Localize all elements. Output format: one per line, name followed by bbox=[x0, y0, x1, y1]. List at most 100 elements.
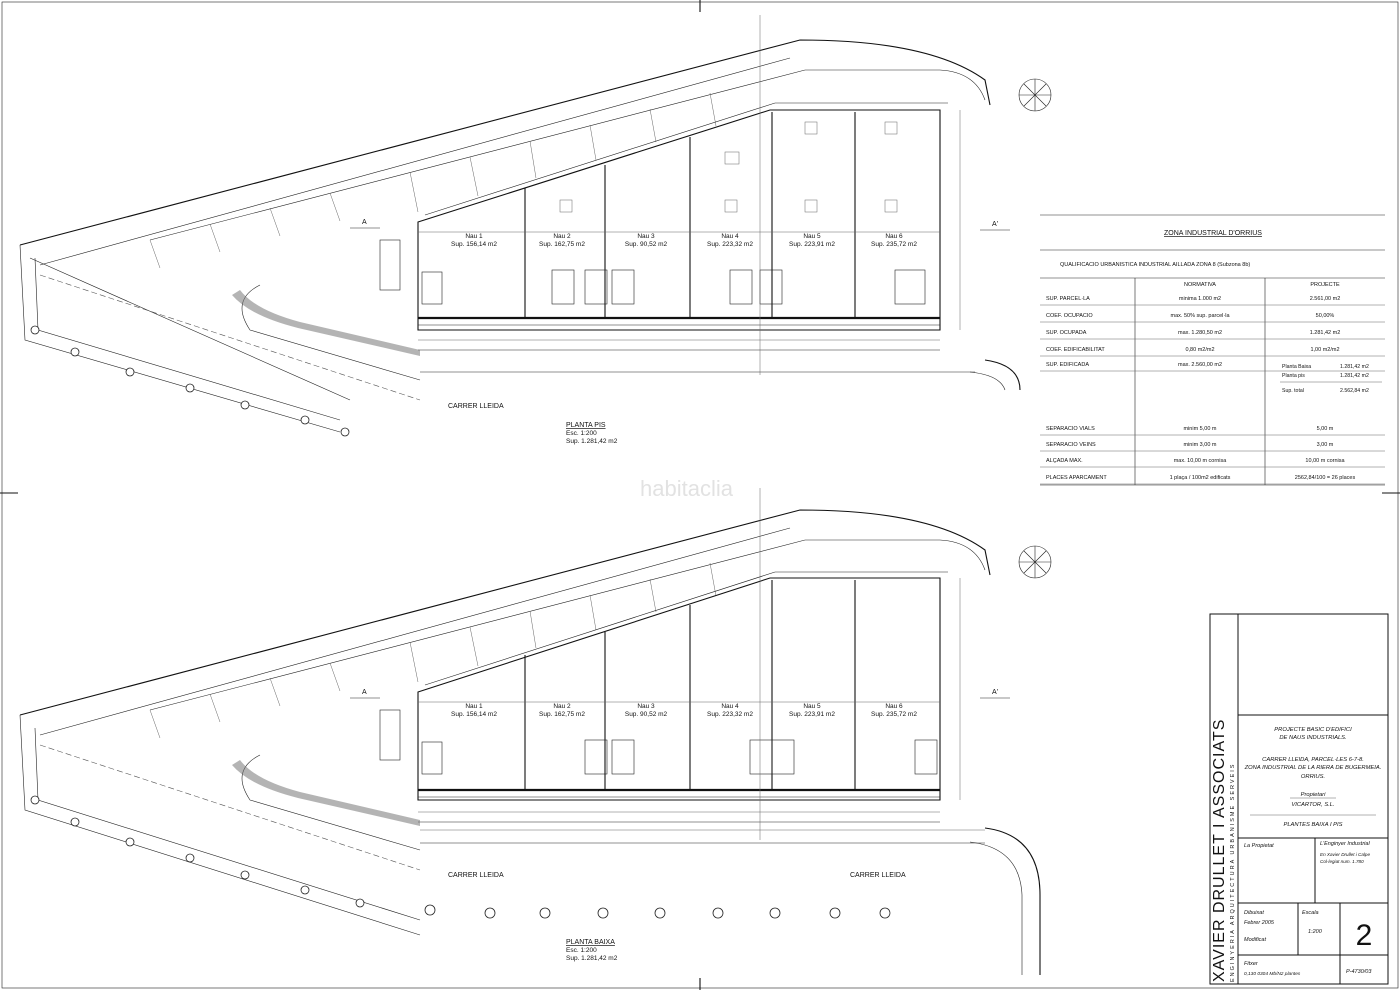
zone-table-title: ZONA INDUSTRIAL D'ORRIUS bbox=[1164, 230, 1262, 237]
file-value: 0,130 0304 Mb/N2 plantes bbox=[1244, 971, 1301, 977]
section-mark-a: A bbox=[362, 219, 367, 226]
unit-label: Nau 3 bbox=[637, 703, 655, 710]
zone-row-label: SUP. PARCEL·LA bbox=[1046, 296, 1090, 302]
unit-label: Nau 5 bbox=[803, 703, 821, 710]
zone-row-normativa: 0,80 m2/m2 bbox=[1185, 347, 1214, 353]
escala-label: Escala bbox=[1302, 910, 1319, 916]
edificada-detail: 1.281,42 m2 bbox=[1340, 373, 1369, 379]
north-arrow-icon bbox=[1018, 545, 1052, 579]
plan-scale: Esc. 1:200 bbox=[566, 430, 597, 437]
edificada-detail: Sup. total bbox=[1282, 388, 1304, 394]
firm-subtitle: ENGINYERIA ARQUITECTURA URBANISME SERVEI… bbox=[1230, 763, 1236, 982]
zone-row-projecte: 3,00 m bbox=[1317, 442, 1334, 448]
street-name: CARRER LLEIDA bbox=[448, 872, 504, 879]
zone-row-normativa: minima 1.000 m2 bbox=[1179, 296, 1221, 302]
edificada-detail: Planta Baixa bbox=[1282, 364, 1311, 370]
title-block: XAVIER DRULLET I ASSOCIATS ENGINYERIA AR… bbox=[1209, 613, 1389, 985]
unit-area: Sup. 235,72 m2 bbox=[871, 711, 917, 718]
plan-surface: Sup. 1.281,42 m2 bbox=[566, 955, 618, 962]
project-line: DE NAUS INDUSTRIALS. bbox=[1279, 735, 1346, 741]
unit-label: Nau 6 bbox=[885, 233, 903, 240]
owner-label: Propietari bbox=[1301, 792, 1327, 798]
street-trees-lower bbox=[30, 795, 891, 919]
unit-area: Sup. 223,91 m2 bbox=[789, 711, 835, 718]
project-line: CARRER LLEIDA, PARCEL·LES 6-7-8. bbox=[1262, 757, 1364, 763]
unit-label: Nau 1 bbox=[465, 233, 483, 240]
edificada-detail: 1.281,42 m2 bbox=[1340, 364, 1369, 370]
zone-row-normativa: 1 plaça / 100m2 edificats bbox=[1170, 475, 1231, 481]
zone-row-label: ALÇADA MAX. bbox=[1046, 458, 1083, 464]
upper-plan: A A' Nau 1 Sup. 156,14 m2 Nau 2 bbox=[19, 15, 1052, 445]
project-line: PROJECTE BASIC D'EDIFICI bbox=[1274, 727, 1352, 733]
unit-area: Sup. 90,52 m2 bbox=[625, 711, 668, 718]
zone-row-projecte: 1,00 m2/m2 bbox=[1310, 347, 1339, 353]
zone-row-projecte: 2562,84/100 = 26 places bbox=[1295, 475, 1356, 481]
zone-row-label: SUP. OCUPADA bbox=[1046, 330, 1087, 336]
unit-label: Nau 2 bbox=[553, 233, 571, 240]
unit-area: Sup. 156,14 m2 bbox=[451, 711, 497, 718]
section-mark-a: A bbox=[362, 689, 367, 696]
unit-label: Nau 2 bbox=[553, 703, 571, 710]
propietat-label: La Propietat bbox=[1244, 843, 1274, 849]
engineer-label: L'Enginyer Industrial bbox=[1320, 841, 1370, 847]
street-name: CARRER LLEIDA bbox=[448, 403, 504, 410]
zone-row-label: SUP. EDIFICADA bbox=[1046, 362, 1089, 368]
unit-area: Sup. 162,75 m2 bbox=[539, 241, 585, 248]
unit-area: Sup. 156,14 m2 bbox=[451, 241, 497, 248]
unit-label: Nau 6 bbox=[885, 703, 903, 710]
edificada-detail: Planta pis bbox=[1282, 373, 1305, 379]
zone-row-label: PLACES APARCAMENT bbox=[1046, 475, 1107, 481]
zone-row-label: SEPARACIO VIALS bbox=[1046, 426, 1095, 432]
zone-row-normativa: max. 50% sup. parcel·la bbox=[1171, 313, 1231, 319]
unit-label: Nau 4 bbox=[721, 233, 739, 240]
watermark: habitaclia bbox=[640, 476, 734, 501]
zone-row-projecte: 2.561,00 m2 bbox=[1310, 296, 1341, 302]
north-arrow-icon bbox=[1018, 78, 1052, 112]
escala-value: 1:200 bbox=[1308, 929, 1323, 935]
unit-label: Nau 1 bbox=[465, 703, 483, 710]
zone-row-normativa: minim 3,00 m bbox=[1183, 442, 1216, 448]
edificada-detail: 2.562,84 m2 bbox=[1340, 388, 1369, 394]
zone-row-label: SEPARACIO VEINS bbox=[1046, 442, 1096, 448]
section-mark-a-prime: A' bbox=[992, 221, 998, 228]
section-mark-a-prime: A' bbox=[992, 689, 998, 696]
zone-row-normativa: max. 2.560,00 m2 bbox=[1178, 362, 1222, 368]
project-line: ZONA INDUSTRIAL DE LA RIERA DE BUGERMEIA… bbox=[1244, 765, 1382, 771]
lower-plan: A A' bbox=[19, 488, 1052, 975]
plan-scale: Esc. 1:200 bbox=[566, 947, 597, 954]
unit-area: Sup. 235,72 m2 bbox=[871, 241, 917, 248]
unit-area: Sup. 223,91 m2 bbox=[789, 241, 835, 248]
zone-row-label: COEF. OCUPACIO bbox=[1046, 313, 1093, 319]
file-label: Fitxer bbox=[1244, 961, 1259, 967]
engineer-detail: Col·legiat num. 1.780 bbox=[1320, 859, 1364, 864]
plan-surface: Sup. 1.281,42 m2 bbox=[566, 438, 618, 445]
zone-row-projecte: 10,00 m cornisa bbox=[1305, 458, 1345, 464]
unit-area: Sup. 223,32 m2 bbox=[707, 711, 753, 718]
zone-table-subtitle: QUALIFICACIO URBANISTICA INDUSTRIAL AILL… bbox=[1060, 262, 1250, 268]
engineer-detail: En Xavier Drullet i Calpe bbox=[1320, 852, 1370, 857]
plan-title: PLANTA BAIXA bbox=[566, 939, 615, 946]
unit-label: Nau 5 bbox=[803, 233, 821, 240]
dibuixat-date: Febrer 2005 bbox=[1244, 920, 1275, 926]
plan-title: PLANTA PIS bbox=[566, 422, 606, 429]
unit-label: Nau 4 bbox=[721, 703, 739, 710]
unit-area: Sup. 90,52 m2 bbox=[625, 241, 668, 248]
zone-row-normativa: max. 10,00 m cornisa bbox=[1174, 458, 1228, 464]
sheet-title: PLANTES BAIXA I PIS bbox=[1283, 822, 1342, 828]
zone-row-normativa: max. 1.280,50 m2 bbox=[1178, 330, 1222, 336]
sheet-number: 2 bbox=[1356, 919, 1373, 952]
modificat-label: Modificat bbox=[1244, 937, 1266, 943]
zone-row-projecte: 50,00% bbox=[1316, 313, 1335, 319]
zone-row-projecte: 5,00 m bbox=[1317, 426, 1334, 432]
zone-row-normativa: minim 5,00 m bbox=[1183, 426, 1216, 432]
street-name: CARRER LLEIDA bbox=[850, 872, 906, 879]
unit-area: Sup. 162,75 m2 bbox=[539, 711, 585, 718]
col-header-normativa: NORMATIVA bbox=[1184, 282, 1216, 288]
unit-area: Sup. 223,32 m2 bbox=[707, 241, 753, 248]
zone-row-label: COEF. EDIFICABILITAT bbox=[1046, 347, 1105, 353]
dibuixat-label: Dibuixat bbox=[1244, 910, 1264, 916]
unit-label: Nau 3 bbox=[637, 233, 655, 240]
owner-name: VICARTOR, S.L. bbox=[1291, 802, 1334, 808]
col-header-projecte: PROJECTE bbox=[1310, 282, 1340, 288]
